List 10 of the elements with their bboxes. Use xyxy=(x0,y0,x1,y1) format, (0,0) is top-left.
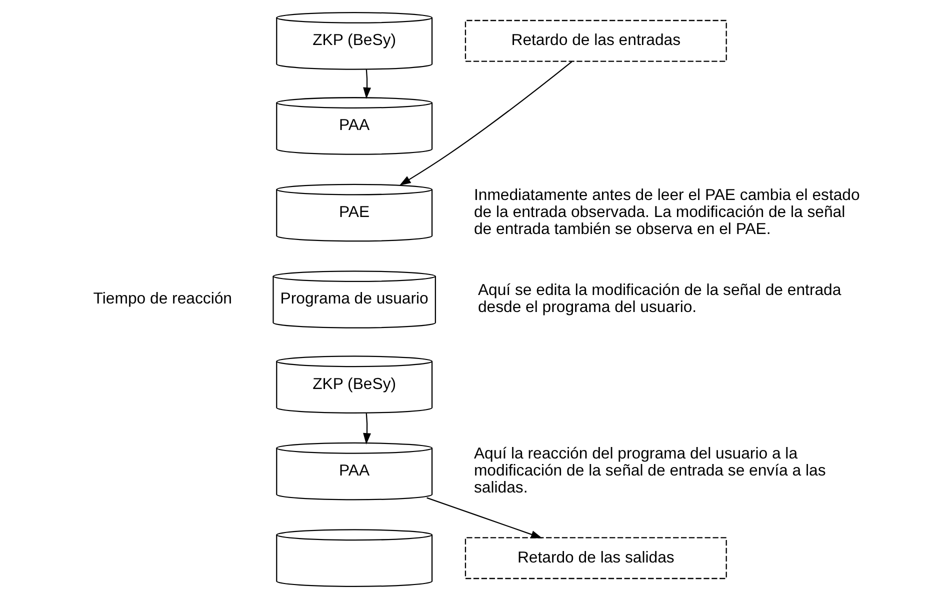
arrow xyxy=(426,497,542,538)
label: Aquí se edita la modificación de la señal de entrada desde el programa del usuario. xyxy=(477,282,841,316)
label: Tiempo de reacción xyxy=(92,290,232,308)
arrow xyxy=(362,413,370,444)
label: Inmediatamente antes de leer el PAE cambia el estado de la entrada observada. La modificación de la señal de entrada también se observa en el PAE. xyxy=(473,186,860,238)
arrow xyxy=(362,70,370,99)
arrow xyxy=(398,61,572,186)
node-box: Retardo de las salidas xyxy=(464,537,726,580)
node-box: Retardo de las entradas xyxy=(464,20,726,62)
label: Aquí la reacción del programa del usuario a la modificación de la señal de entrada se envía a las salidas. xyxy=(473,446,826,497)
